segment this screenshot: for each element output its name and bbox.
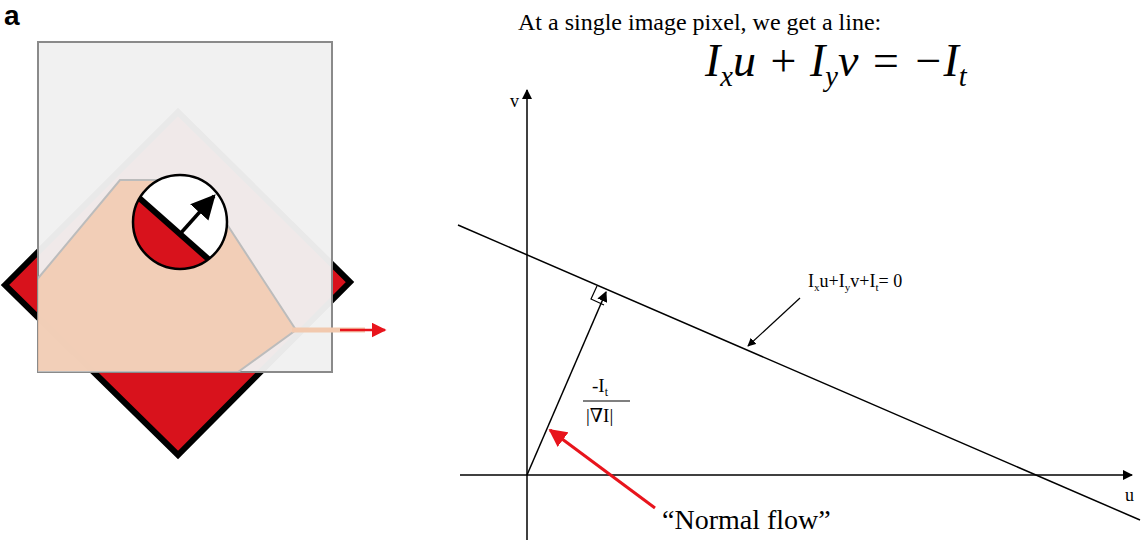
subscript: y [825, 61, 838, 92]
caption-text: At a single image pixel, we get a line: [518, 9, 881, 35]
line-equation: = 0 [879, 271, 903, 291]
normal-arrow [180, 196, 214, 234]
leader-line [748, 298, 800, 346]
equation-group: Ixu + Iyv = −It [705, 38, 967, 91]
annotation-group: “Normal flow” [662, 506, 831, 534]
axis-label: u [1125, 485, 1134, 505]
panel-letter: a [4, 0, 20, 31]
motion-arrow [340, 329, 385, 332]
line-equation: u+I [820, 271, 845, 291]
equation: I [705, 35, 720, 86]
fraction-bar [583, 400, 630, 401]
normal-flow-leader [550, 430, 655, 508]
axis-label-group: v [510, 92, 519, 110]
fraction-denominator: |∇I| [586, 405, 613, 426]
subscript: y [845, 281, 851, 293]
caption-text-group: At a single image pixel, we get a line: [518, 10, 881, 34]
fraction-numerator-group: -It [592, 376, 608, 399]
axis-label-group: u [1125, 486, 1134, 504]
panel-letter-group: a [4, 2, 20, 30]
fraction-numerator: -I [592, 375, 605, 396]
line-equation-group: Ixu+Iyv+It= 0 [808, 272, 902, 293]
aperture-outline [133, 175, 227, 269]
subscript: x [720, 61, 733, 92]
constraint-line [458, 225, 1140, 520]
subscript: x [814, 281, 820, 293]
subscript: t [875, 281, 878, 293]
fraction-denominator-group: |∇I| [586, 406, 613, 425]
annotation: “Normal flow” [662, 504, 831, 535]
equation: v = −I [838, 35, 959, 86]
line-equation: I [808, 271, 814, 291]
line-equation: v+I [850, 271, 875, 291]
axis-label: v [510, 91, 519, 111]
u-axis [460, 474, 1132, 476]
aperture-edge [128, 188, 232, 280]
normal-flow-vector [527, 292, 606, 475]
subscript: t [959, 61, 967, 92]
subscript: t [605, 386, 608, 399]
right-angle-mark [591, 286, 604, 305]
equation: u + I [733, 35, 825, 86]
